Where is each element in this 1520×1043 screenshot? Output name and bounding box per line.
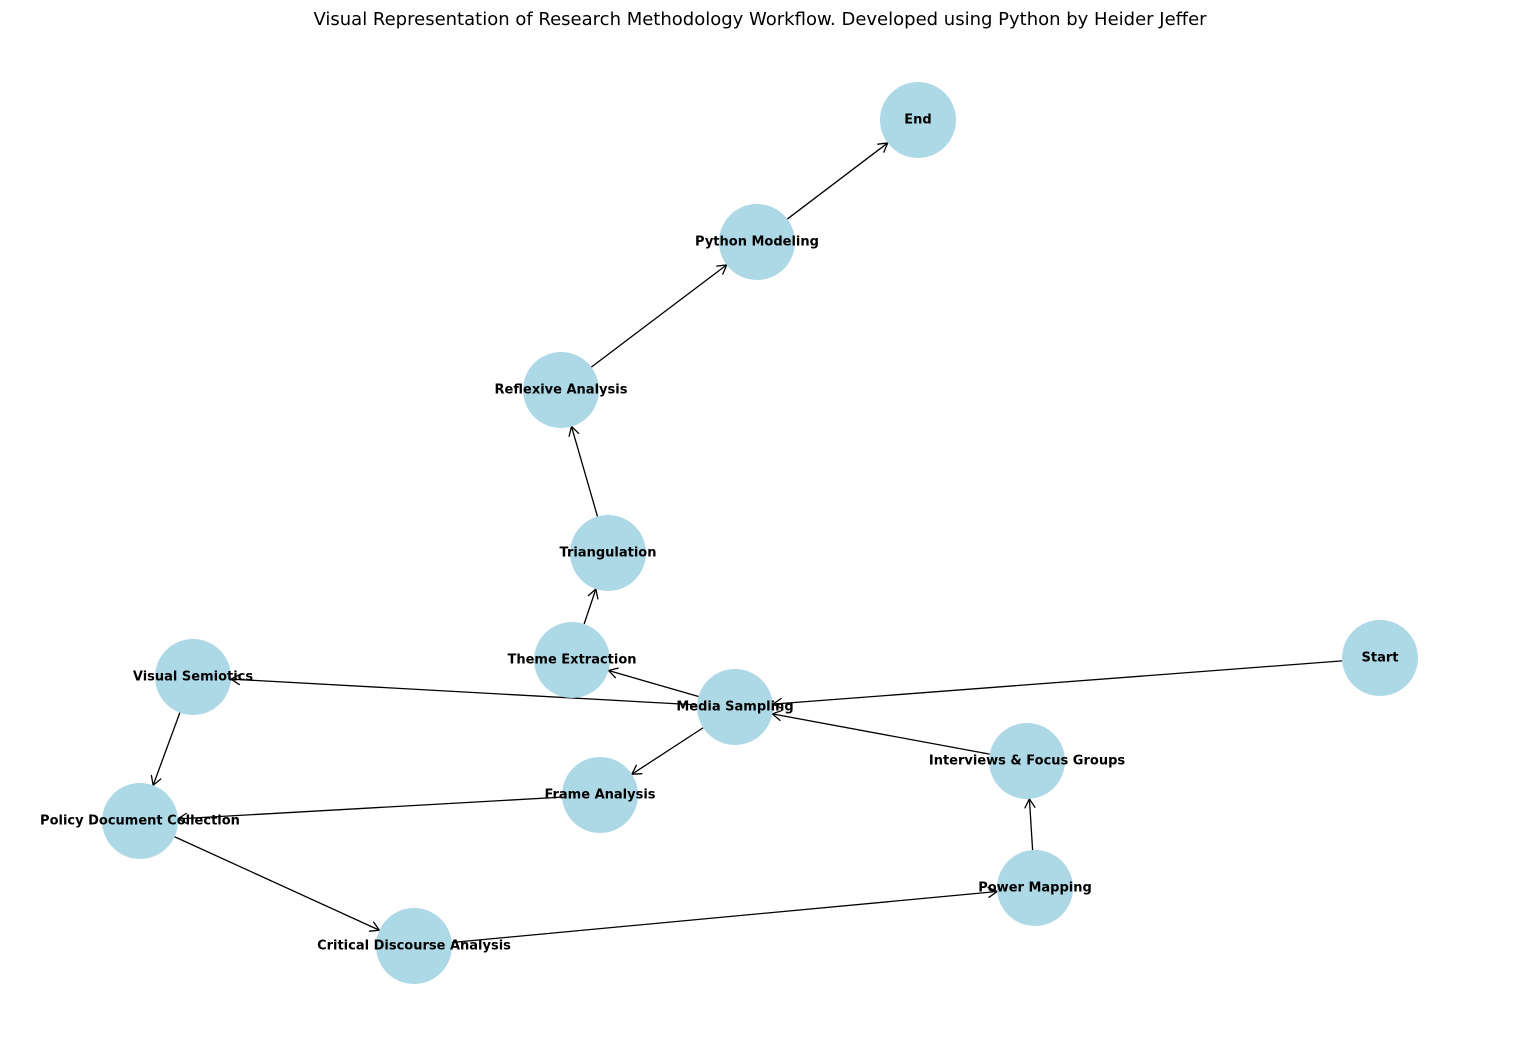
arrowhead-icon: [630, 764, 643, 775]
edge-line: [583, 588, 597, 625]
edge-media-to-theme: [607, 667, 699, 698]
edge-media-to-visual: [229, 673, 698, 706]
node-media[interactable]: [697, 669, 773, 745]
edge-line: [772, 713, 990, 755]
node-label-triangulation: Triangulation: [560, 546, 657, 561]
edge-cda-to-power: [451, 886, 999, 944]
edge-line: [590, 264, 728, 368]
arrowhead-icon: [716, 264, 728, 275]
node-label-cda: Critical Discourse Analysis: [317, 939, 511, 954]
node-label-start: Start: [1362, 651, 1399, 666]
node-label-visual: Visual Semiotics: [133, 670, 254, 685]
edge-theme-to-triangulation: [583, 587, 599, 625]
node-policy[interactable]: [102, 783, 178, 859]
node-label-end: End: [904, 113, 931, 128]
edge-visual-to-policy: [150, 712, 181, 787]
diagram-title: Visual Representation of Research Method…: [313, 9, 1207, 30]
edge-line: [174, 836, 380, 931]
edge-line: [1028, 798, 1034, 851]
edge-line: [772, 660, 1343, 705]
edges-layer: [150, 142, 1343, 944]
node-cda[interactable]: [376, 908, 452, 984]
node-reflexive[interactable]: [523, 352, 599, 428]
edge-line: [177, 796, 563, 820]
node-frame[interactable]: [562, 757, 638, 833]
edge-line: [786, 142, 889, 220]
edge-line: [451, 890, 998, 944]
arrowhead-icon: [771, 697, 783, 710]
node-theme[interactable]: [534, 622, 610, 698]
edge-interviews-to-media: [771, 709, 990, 755]
arrowhead-icon: [1024, 797, 1036, 809]
node-interviews[interactable]: [989, 723, 1065, 799]
node-python[interactable]: [719, 204, 795, 280]
edge-media-to-frame: [630, 727, 704, 775]
edge-reflexive-to-python: [590, 264, 728, 368]
node-label-theme: Theme Extraction: [507, 653, 636, 668]
node-visual[interactable]: [155, 639, 231, 715]
node-label-frame: Frame Analysis: [544, 788, 655, 803]
edge-policy-to-cda: [174, 836, 381, 932]
edge-power-to-interviews: [1024, 797, 1036, 851]
node-end[interactable]: [880, 82, 956, 158]
node-label-power: Power Mapping: [978, 881, 1092, 896]
node-power[interactable]: [997, 850, 1073, 926]
node-label-media: Media Sampling: [676, 700, 793, 715]
arrowhead-icon: [877, 142, 889, 153]
node-label-interviews: Interviews & Focus Groups: [929, 754, 1126, 769]
edge-triangulation-to-reflexive: [568, 425, 599, 517]
edge-line: [230, 678, 698, 706]
node-start[interactable]: [1342, 620, 1418, 696]
node-label-python: Python Modeling: [695, 235, 819, 250]
edge-line: [631, 727, 704, 775]
node-label-reflexive: Reflexive Analysis: [495, 383, 628, 398]
edge-line: [570, 426, 599, 517]
edge-line: [152, 712, 181, 786]
edge-python-to-end: [786, 142, 889, 220]
node-triangulation[interactable]: [570, 515, 646, 591]
edge-start-to-media: [771, 660, 1343, 710]
edge-line: [608, 669, 699, 698]
arrowhead-icon: [229, 673, 241, 686]
node-label-policy: Policy Document Collection: [40, 814, 240, 829]
